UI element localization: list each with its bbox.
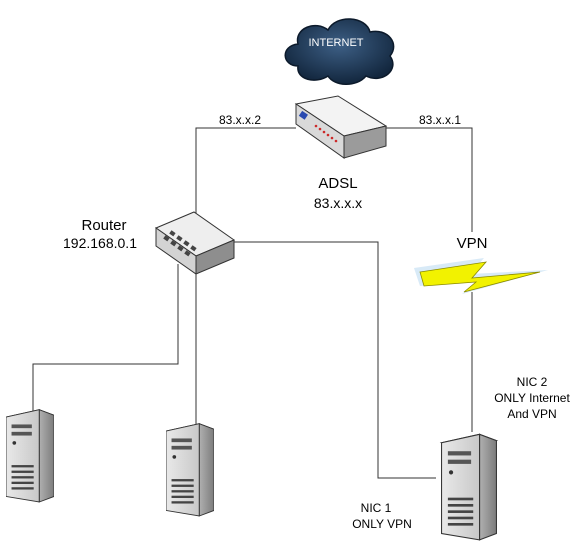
link-router-server-nic1 bbox=[234, 241, 436, 479]
router-ip: 192.168.0.1 bbox=[63, 235, 137, 251]
router-icon bbox=[154, 211, 236, 275]
nic1-line1: NIC 1 bbox=[361, 501, 392, 515]
nic1-label: NIC 1 ONLY VPN bbox=[352, 501, 412, 531]
server-icon bbox=[6, 409, 54, 503]
link-adsl-vpn bbox=[384, 127, 473, 232]
vpn-label: VPN bbox=[457, 235, 488, 252]
nic1-line2: ONLY VPN bbox=[352, 517, 412, 531]
lightning-bolt-icon bbox=[414, 258, 548, 294]
left-link-ip: 83.x.x.2 bbox=[219, 113, 261, 127]
adsl-title: ADSL bbox=[318, 175, 357, 192]
link-router-server-left bbox=[32, 264, 179, 416]
server-icon bbox=[166, 423, 214, 517]
server-icon bbox=[440, 433, 498, 541]
cloud-label: INTERNET bbox=[309, 37, 364, 49]
adsl-modem-icon bbox=[294, 95, 388, 159]
router-title: Router bbox=[81, 217, 126, 234]
nic2-line3: And VPN bbox=[507, 407, 556, 421]
nic2-label: NIC 2 ONLY Internet And VPN bbox=[494, 375, 570, 421]
link-adsl-router bbox=[195, 127, 296, 218]
connection-lines bbox=[32, 127, 473, 479]
cloud-icon: INTERNET bbox=[284, 18, 395, 85]
right-link-ip: 83.x.x.1 bbox=[419, 113, 461, 127]
adsl-ip: 83.x.x.x bbox=[314, 195, 362, 211]
nic2-line1: NIC 2 bbox=[517, 375, 548, 389]
nic2-line2: ONLY Internet bbox=[494, 391, 570, 405]
